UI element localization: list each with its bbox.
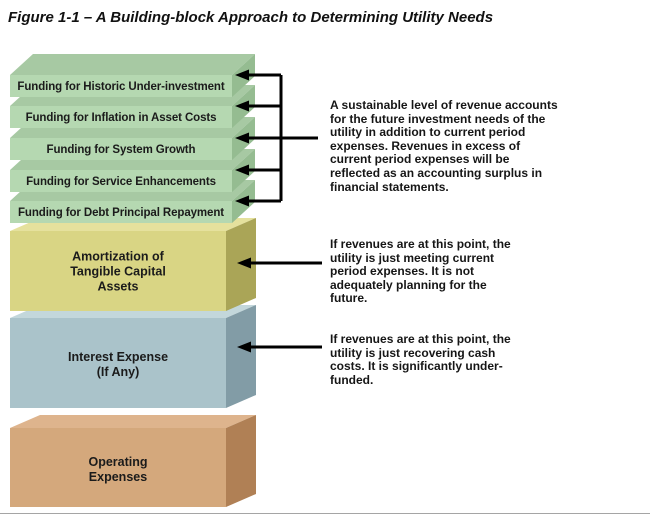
block-funding-historic-top bbox=[10, 54, 255, 75]
annotation-recovering-cash: If revenues are at this point, the utili… bbox=[330, 332, 511, 387]
interest-arrow bbox=[237, 341, 322, 353]
block-funding-inflation-front bbox=[10, 106, 232, 128]
annotation-meeting-expenses: If revenues are at this point, the utili… bbox=[330, 237, 511, 306]
figure-title: Figure 1-1 – A Building-block Approach t… bbox=[8, 9, 494, 26]
block-label-operating-expenses: Operating Expenses bbox=[88, 455, 148, 484]
arrowhead-icon bbox=[235, 132, 249, 144]
arrowhead-icon bbox=[237, 257, 251, 269]
block-label-funding-system-growth: Funding for System Growth bbox=[46, 144, 196, 156]
block-funding-service-enhancements-front bbox=[10, 170, 232, 192]
block-label-funding-inflation: Funding for Inflation in Asset Costs bbox=[25, 112, 217, 124]
block-label-funding-historic: Funding for Historic Under-investment bbox=[17, 81, 225, 93]
block-label-interest-expense: Interest Expense (If Any) bbox=[67, 350, 169, 379]
block-funding-system-growth-front bbox=[10, 138, 232, 160]
block-operating-expenses bbox=[10, 415, 256, 507]
green-blocks-bracket bbox=[246, 73, 318, 203]
block-amortization-front bbox=[10, 231, 226, 311]
block-funding-debt-repayment-front bbox=[10, 201, 232, 223]
arrowhead-icon bbox=[237, 341, 251, 353]
block-funding-historic bbox=[10, 54, 255, 97]
arrowhead-icon bbox=[235, 164, 249, 176]
block-interest-expense-front bbox=[10, 318, 226, 408]
block-label-funding-debt: Funding for Debt Principal Repayment bbox=[18, 207, 224, 219]
block-operating-expenses-top bbox=[10, 415, 256, 428]
arrowhead-icon bbox=[235, 69, 249, 81]
block-funding-historic-front bbox=[10, 75, 232, 97]
green-arrowheads bbox=[235, 69, 249, 207]
scan-edge-line bbox=[0, 513, 650, 514]
block-label-amortization: Amortization of Tangible Capital Assets bbox=[70, 249, 166, 294]
block-operating-expenses-front bbox=[10, 428, 226, 507]
arrowhead-icon bbox=[235, 100, 249, 112]
block-interest-expense bbox=[10, 305, 256, 408]
amortization-arrow bbox=[237, 257, 322, 269]
block-label-funding-service: Funding for Service Enhancements bbox=[26, 176, 216, 188]
block-interest-expense-side bbox=[226, 305, 256, 408]
annotation-sustainable-revenue: A sustainable level of revenue accounts … bbox=[330, 98, 558, 194]
block-operating-expenses-side bbox=[226, 415, 256, 507]
arrowhead-icon bbox=[235, 195, 249, 207]
